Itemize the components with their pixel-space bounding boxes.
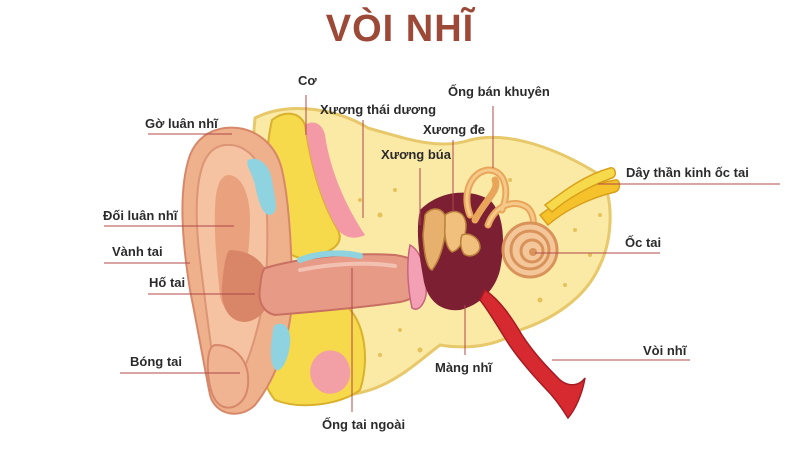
lobule — [206, 343, 250, 409]
vein-upper — [247, 158, 276, 215]
leader-lines — [104, 95, 780, 412]
label-doi-luan-nhi: Đối luân nhĩ — [103, 208, 178, 223]
label-oc-tai: Ốc tai — [625, 235, 662, 250]
label-day-than-kinh-oc-tai: Dây thần kinh ốc tai — [626, 165, 749, 180]
page-title: VÒI NHĨ — [325, 8, 475, 50]
label-vanh-tai: Vành tai — [112, 244, 163, 259]
label-xuong-bua: Xương búa — [381, 147, 451, 162]
label-ong-ban-khuyen: Ống bán khuyên — [448, 84, 550, 99]
ossicle-stapes — [459, 233, 481, 257]
canal-highlight — [298, 261, 397, 272]
cochlear-nerve-2 — [543, 167, 617, 214]
label-co: Cơ — [298, 73, 317, 88]
label-bong-tai: Bóng tai — [130, 354, 182, 369]
muscle-strip — [305, 122, 365, 238]
concha — [221, 250, 271, 322]
tissue-pink-blob — [310, 350, 351, 394]
label-ong-tai-ngoai: Ống tai ngoài — [322, 417, 406, 432]
cochlea — [501, 221, 559, 279]
eustachian-tube — [479, 288, 586, 420]
vein-lower — [270, 323, 291, 371]
label-voi-nhi: Vòi nhĩ — [643, 343, 687, 358]
ossicle-malleus — [422, 208, 447, 271]
label-mang-nhi: Màng nhĩ — [435, 360, 493, 375]
label-xuong-thai-duong: Xương thái dương — [320, 102, 437, 117]
label-ho-tai: Hố tai — [149, 275, 186, 290]
vein-canal — [297, 250, 363, 263]
label-xuong-de: Xương đe — [423, 122, 485, 137]
label-go-luan-nhi: Gờ luân nhĩ — [145, 116, 218, 131]
